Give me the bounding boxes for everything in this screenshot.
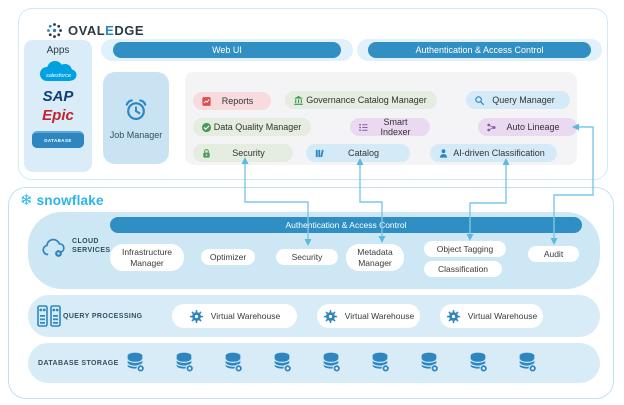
catalog-icon xyxy=(315,149,324,157)
ai-icon xyxy=(439,148,448,158)
cloud-services-label: CLOUD SERVICES xyxy=(72,238,111,255)
database-storage-label: DATABASE STORAGE xyxy=(38,360,119,367)
lock-icon xyxy=(203,148,210,158)
salesforce-label: salesforce xyxy=(46,73,71,79)
check-icon xyxy=(201,122,212,132)
sap-logo: SAP xyxy=(42,88,74,105)
gears-icon xyxy=(446,309,461,324)
module-label: Data Quality Manager xyxy=(213,122,302,132)
pill-infrastructure-manager: Infrastructure Manager xyxy=(110,244,184,271)
module-smart-indexer: Smart Indexer xyxy=(350,117,430,137)
module-data-quality-manager: Data Quality Manager xyxy=(193,118,311,136)
apps-title: Apps xyxy=(46,45,70,56)
lineage-icon xyxy=(487,123,496,131)
gears-icon xyxy=(323,309,338,324)
alarm-clock-icon xyxy=(123,97,149,123)
module-label: Governance Catalog Manager xyxy=(306,95,427,105)
module-label: Query Manager xyxy=(492,95,555,105)
ovaledge-logo: OVALEDGE xyxy=(46,22,144,39)
database-icon xyxy=(222,351,244,373)
module-governance-catalog-manager: Governance Catalog Manager xyxy=(285,91,437,109)
snowflake-icon: ❄ xyxy=(20,192,33,209)
report-icon xyxy=(202,96,211,106)
database-app-icon: DATABASE xyxy=(32,131,84,148)
virtual-warehouse-label: Virtual Warehouse xyxy=(210,311,281,321)
ovaledge-logo-icon xyxy=(47,23,62,38)
module-label: AI-driven Classification xyxy=(453,148,545,158)
cloud-gear-icon xyxy=(40,236,70,260)
ovaledge-logo-text: OVALEDGE xyxy=(68,23,144,38)
module-catalog: Catalog xyxy=(306,144,410,162)
database-icon xyxy=(320,351,342,373)
pill-security: Security xyxy=(276,249,338,265)
module-query-manager: Query Manager xyxy=(466,91,570,109)
pill-classification: Classification xyxy=(424,261,502,277)
database-icon xyxy=(271,351,293,373)
virtual-warehouse-label: Virtual Warehouse xyxy=(344,311,415,321)
virtual-warehouse-label: Virtual Warehouse xyxy=(467,311,538,321)
database-storage-band xyxy=(28,343,600,383)
snowflake-auth-bar: Authentication & Access Control xyxy=(110,217,582,233)
pill-metadata-manager: Metadata Manager xyxy=(346,244,404,271)
module-label: Security xyxy=(232,148,265,158)
database-storage-icons xyxy=(124,351,538,373)
job-manager-box: Job Manager xyxy=(103,72,169,164)
web-ui-bar: Web UI xyxy=(113,42,341,58)
query-processing-icon xyxy=(36,304,62,328)
query-processing-label: QUERY PROCESSING xyxy=(63,313,143,320)
ovaledge-auth-bar: Authentication & Access Control xyxy=(368,42,591,58)
module-reports: Reports xyxy=(193,92,271,110)
database-icon xyxy=(516,351,538,373)
salesforce-logo: salesforce xyxy=(40,61,77,81)
virtual-warehouse-3: Virtual Warehouse xyxy=(440,304,543,328)
module-auto-lineage: Auto Lineage xyxy=(478,118,577,136)
search-icon xyxy=(475,95,484,105)
list-icon xyxy=(359,123,368,131)
gears-icon xyxy=(189,309,204,324)
job-manager-label: Job Manager xyxy=(109,129,163,140)
pill-audit: Audit xyxy=(528,246,579,262)
database-icon xyxy=(173,351,195,373)
module-label: Catalog xyxy=(347,148,380,158)
database-icon xyxy=(369,351,391,373)
module-label: Auto Lineage xyxy=(506,122,560,132)
database-icon xyxy=(418,351,440,373)
pill-object-tagging: Object Tagging xyxy=(424,241,506,257)
database-icon xyxy=(467,351,489,373)
module-ai-driven-classification: AI-driven Classification xyxy=(430,144,557,162)
snowflake-logo-text: snowflake xyxy=(36,193,104,208)
governance-icon xyxy=(293,95,304,105)
module-security: Security xyxy=(193,144,293,162)
pill-optimizer: Optimizer xyxy=(201,249,255,265)
module-label: Smart Indexer xyxy=(380,117,411,137)
module-label: Reports xyxy=(221,96,254,106)
database-icon xyxy=(124,351,146,373)
epic-logo: Epic xyxy=(42,107,74,124)
virtual-warehouse-2: Virtual Warehouse xyxy=(317,304,420,328)
virtual-warehouse-1: Virtual Warehouse xyxy=(172,304,297,328)
apps-panel: Apps salesforce SAP Epic DATABASE xyxy=(24,40,92,172)
snowflake-logo: ❄ snowflake xyxy=(20,193,104,208)
